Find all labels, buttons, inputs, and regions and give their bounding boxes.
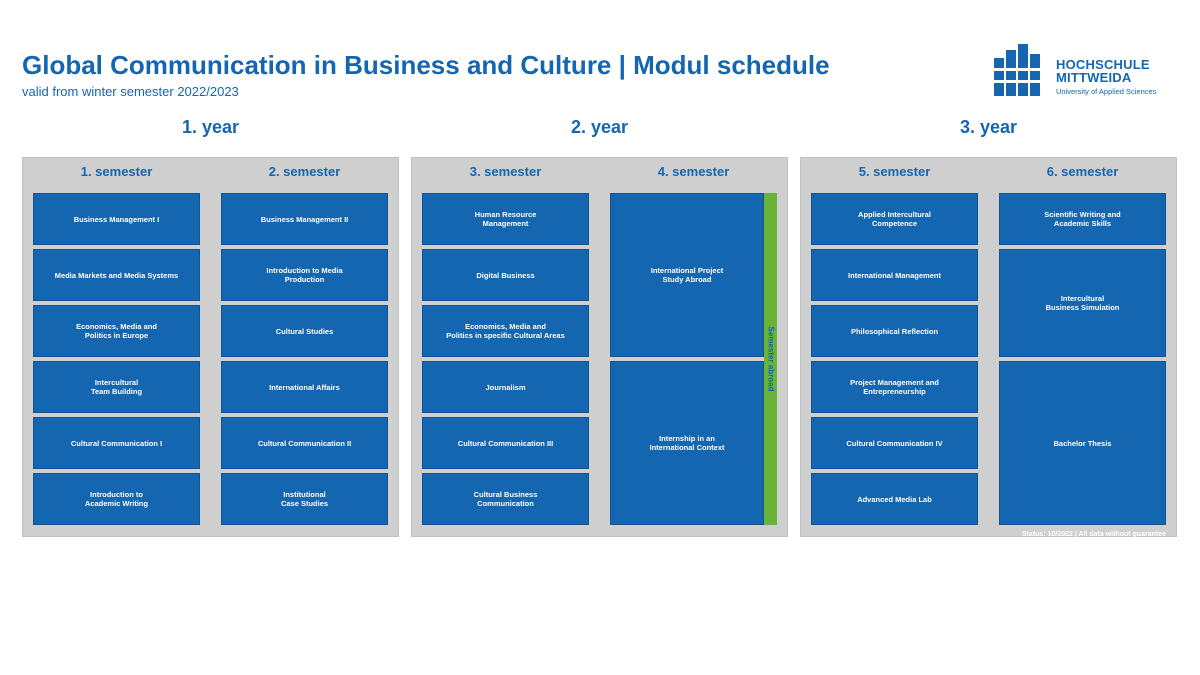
logo-wordmark: HOCHSCHULE MITTWEIDA — [1056, 58, 1150, 84]
year-panel-2: 3. semester 4. semester Human Resource M… — [411, 157, 788, 537]
semester-abroad-bar: Semester abroad — [764, 193, 777, 525]
module-box-large[interactable]: Internship in an International Context — [610, 361, 764, 525]
university-logo: HOCHSCHULE MITTWEIDA University of Appli… — [994, 44, 1174, 96]
status-note: Status: 10/2022 | All data without guara… — [1021, 531, 1166, 538]
module-box[interactable]: Economics, Media and Politics in Europe — [33, 305, 200, 357]
module-box[interactable]: Digital Business — [422, 249, 589, 301]
logo-name-line1: HOCHSCHULE — [1056, 57, 1150, 72]
module-box-large[interactable]: Intercultural Business Simulation — [999, 249, 1166, 357]
module-box[interactable]: Economics, Media and Politics in specifi… — [422, 305, 589, 357]
logo-name-line2: MITTWEIDA — [1056, 70, 1132, 85]
module-box[interactable]: Philosophical Reflection — [811, 305, 978, 357]
module-box[interactable]: Intercultural Team Building — [33, 361, 200, 413]
module-box-large[interactable]: International Project Study Abroad — [610, 193, 764, 357]
module-box[interactable]: International Management — [811, 249, 978, 301]
module-box[interactable]: Business Management II — [221, 193, 388, 245]
semester-title-5: 5. semester — [858, 164, 931, 179]
module-box[interactable]: Journalism — [422, 361, 589, 413]
module-box[interactable]: International Affairs — [221, 361, 388, 413]
page-title: Global Communication in Business and Cul… — [22, 50, 830, 80]
module-box[interactable]: Scientific Writing and Academic Skills — [999, 193, 1166, 245]
module-box[interactable]: Media Markets and Media Systems — [33, 249, 200, 301]
module-box[interactable]: Cultural Communication I — [33, 417, 200, 469]
semester-title-4: 4. semester — [657, 164, 730, 179]
logo-tagline: University of Applied Sciences — [1056, 87, 1157, 96]
semester-title-1: 1. semester — [80, 164, 153, 179]
year-title-2: 2. year — [570, 117, 629, 137]
module-box[interactable]: Human Resource Management — [422, 193, 589, 245]
year-title-1: 1. year — [181, 117, 240, 137]
module-box[interactable]: Introduction to Academic Writing — [33, 473, 200, 525]
module-box[interactable]: Cultural Communication IV — [811, 417, 978, 469]
module-box[interactable]: Business Management I — [33, 193, 200, 245]
module-box[interactable]: Cultural Communication III — [422, 417, 589, 469]
module-box[interactable]: Introduction to Media Production — [221, 249, 388, 301]
university-logo-icon — [994, 44, 1040, 96]
semester-title-6: 6. semester — [1046, 164, 1119, 179]
page-subtitle: valid from winter semester 2022/2023 — [22, 84, 239, 99]
module-box[interactable]: Institutional Case Studies — [221, 473, 388, 525]
module-box-large[interactable]: Bachelor Thesis — [999, 361, 1166, 525]
module-box[interactable]: Project Management and Entrepreneurship — [811, 361, 978, 413]
semester-title-2: 2. semester — [268, 164, 341, 179]
semester-title-3: 3. semester — [469, 164, 542, 179]
year-title-3: 3. year — [959, 117, 1018, 137]
year-panel-1: 1. semester 2. semester Business Managem… — [22, 157, 399, 537]
year-panel-3: 5. semester 6. semester Applied Intercul… — [800, 157, 1177, 538]
module-box[interactable]: Cultural Communication II — [221, 417, 388, 469]
module-box[interactable]: Cultural Studies — [221, 305, 388, 357]
module-box[interactable]: Cultural Business Communication — [422, 473, 589, 525]
module-box[interactable]: Applied Intercultural Competence — [811, 193, 978, 245]
module-box[interactable]: Advanced Media Lab — [811, 473, 978, 525]
semester-abroad-label: Semester abroad — [766, 326, 775, 392]
